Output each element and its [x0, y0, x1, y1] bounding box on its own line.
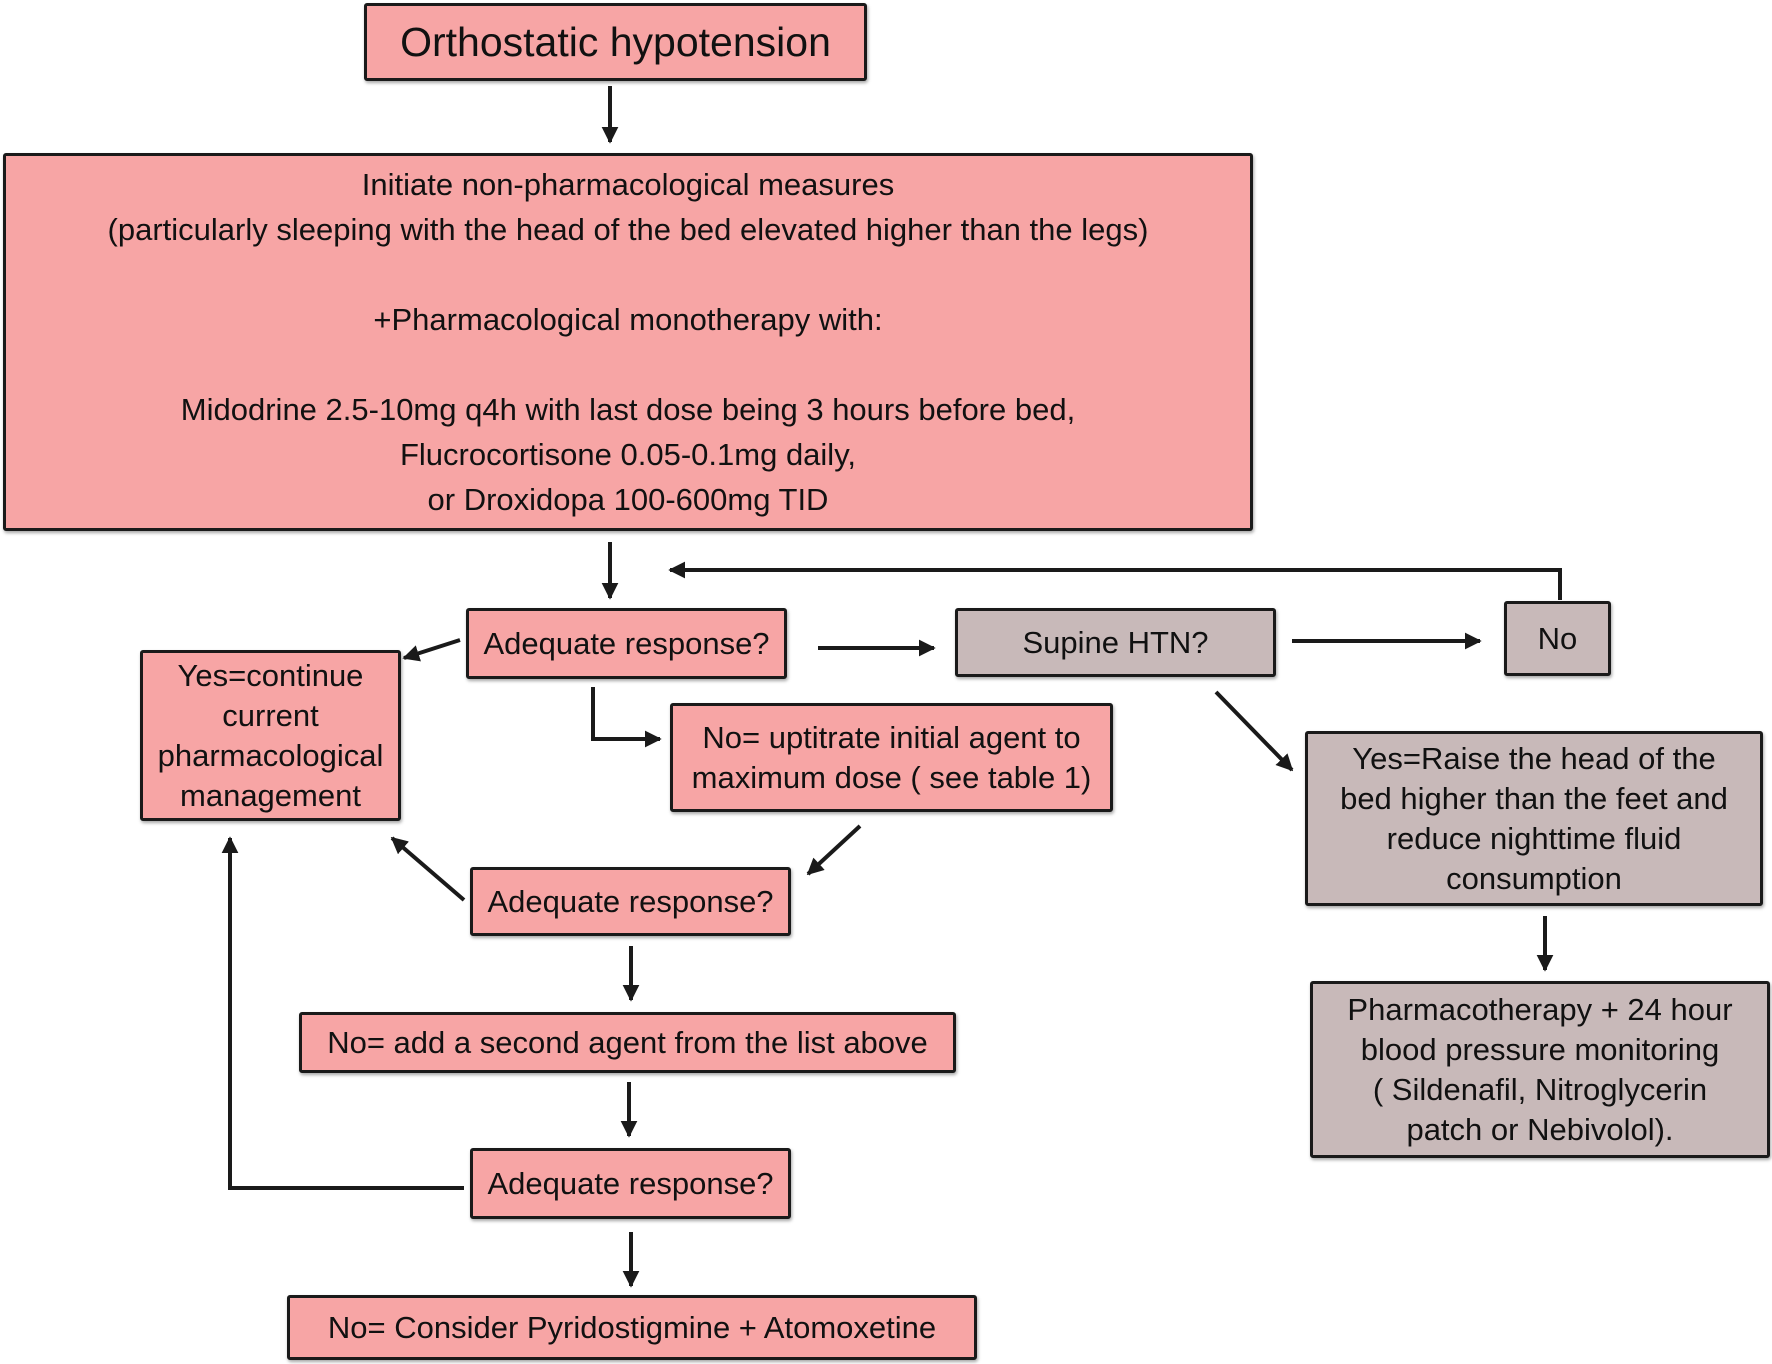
no-text: No: [1537, 620, 1578, 656]
node-initial-measures: Initiate non-pharmacological measures (p…: [3, 153, 1253, 531]
consider-text: No= Consider Pyridostigmine + Atomoxetin…: [327, 1309, 937, 1345]
node-second-agent: No= add a second agent from the list abo…: [299, 1012, 956, 1073]
initial-line-2: (particularly sleeping with the head of …: [107, 212, 1149, 247]
yes-raise-line-4: consumption: [1446, 860, 1622, 896]
node-pharmacotherapy: Pharmacotherapy + 24 hour blood pressure…: [1310, 981, 1770, 1158]
node-adequate-response-3: Adequate response?: [470, 1148, 791, 1219]
node-orthostatic-hypotension: Orthostatic hypotension: [364, 3, 867, 81]
node-adequate-response-1: Adequate response?: [466, 608, 787, 679]
yes-raise-line-1: Yes=Raise the head of the: [1352, 740, 1716, 776]
uptitrate-line-1: No= uptitrate initial agent to: [702, 719, 1081, 755]
initial-line-1: Initiate non-pharmacological measures: [361, 167, 895, 202]
yes-continue-line-2: current: [222, 697, 319, 733]
yes-raise-line-3: reduce nighttime fluid: [1386, 820, 1682, 856]
adequate-1-text: Adequate response?: [483, 625, 770, 661]
arrow-adequate-2-to-yes: [390, 836, 466, 902]
pharmacotherapy-line-2: blood pressure monitoring: [1360, 1031, 1720, 1067]
node-title-text: Orthostatic hypotension: [400, 19, 831, 65]
arrow-uptitrate-to-adequate-2: [806, 824, 862, 876]
supine-htn-text: Supine HTN?: [1022, 624, 1209, 660]
uptitrate-line-2: maximum dose ( see table 1): [691, 759, 1092, 795]
adequate-2-text: Adequate response?: [487, 883, 774, 919]
arrow-adequate-1-to-uptitrate: [591, 687, 662, 748]
node-yes-continue: Yes=continue current pharmacological man…: [140, 650, 401, 821]
initial-line-5: Flucrocortisone 0.05-0.1mg daily,: [399, 437, 857, 472]
pharmacotherapy-line-4: patch or Nebivolol).: [1406, 1111, 1674, 1147]
arrow-no-loop-back: [668, 561, 1562, 600]
initial-line-4: Midodrine 2.5-10mg q4h with last dose be…: [180, 392, 1076, 427]
yes-continue-line-1: Yes=continue: [177, 657, 364, 693]
yes-continue-line-3: pharmacological: [157, 737, 384, 773]
node-supine-htn: Supine HTN?: [955, 608, 1276, 677]
initial-line-6: or Droxidopa 100-600mg TID: [427, 482, 829, 517]
node-consider-pyridostigmine: No= Consider Pyridostigmine + Atomoxetin…: [287, 1295, 977, 1360]
initial-line-3: +Pharmacological monotherapy with:: [373, 302, 883, 337]
yes-raise-line-2: bed higher than the feet and: [1340, 780, 1728, 816]
arrow-adequate-1-to-yes: [402, 638, 461, 662]
arrow-adequate-3-to-yes: [221, 836, 464, 1190]
node-uptitrate: No= uptitrate initial agent to maximum d…: [670, 703, 1113, 812]
node-no: No: [1504, 601, 1611, 676]
pharmacotherapy-line-1: Pharmacotherapy + 24 hour: [1347, 991, 1733, 1027]
adequate-3-text: Adequate response?: [487, 1165, 774, 1201]
yes-continue-line-4: management: [180, 777, 361, 813]
pharmacotherapy-line-3: ( Sildenafil, Nitroglycerin: [1372, 1071, 1708, 1107]
arrow-supine-to-yes-raise: [1214, 690, 1294, 772]
node-adequate-response-2: Adequate response?: [470, 867, 791, 936]
node-yes-raise-head: Yes=Raise the head of the bed higher tha…: [1305, 731, 1763, 906]
second-agent-text: No= add a second agent from the list abo…: [327, 1024, 928, 1060]
